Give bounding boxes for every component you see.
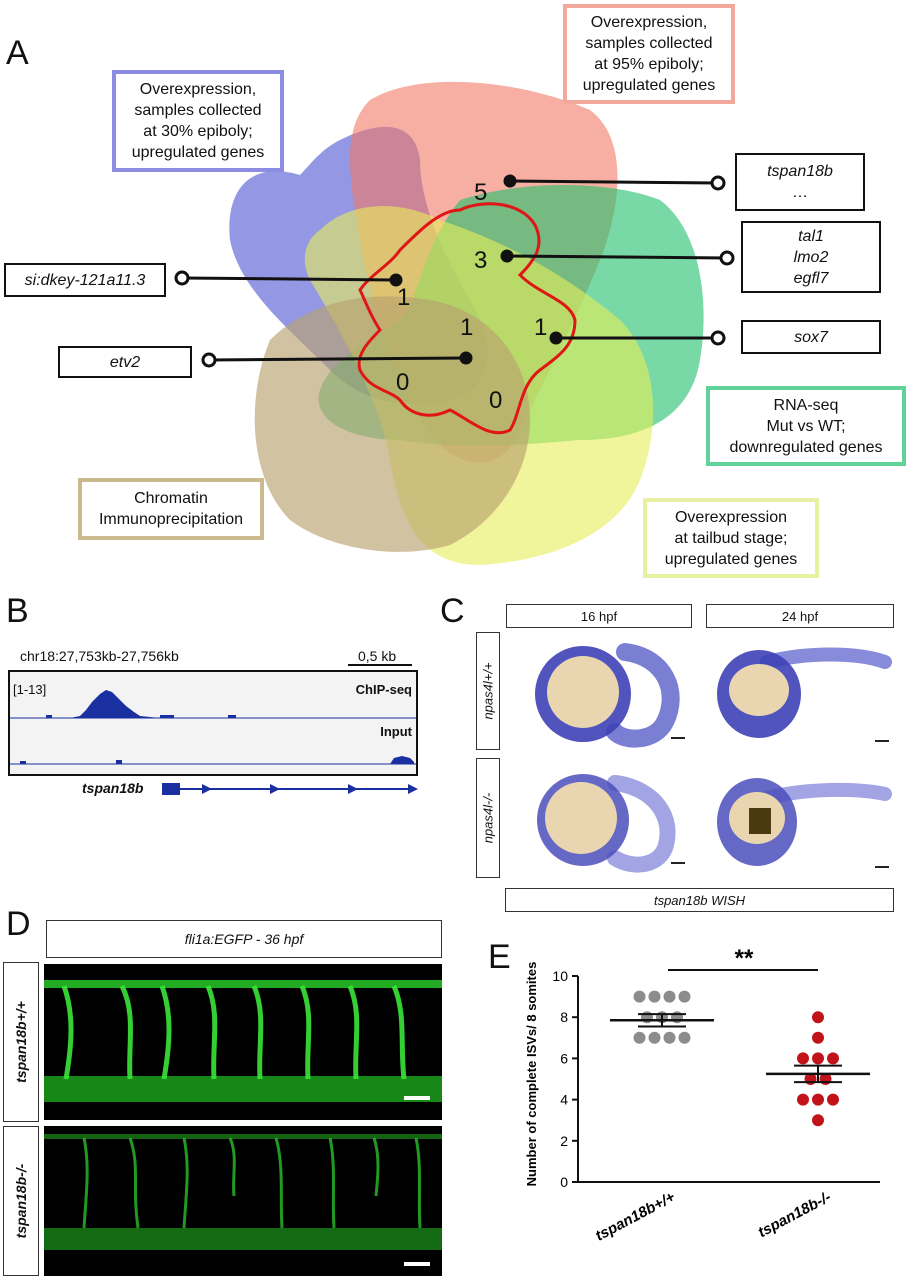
data-point <box>678 1031 691 1044</box>
embryo-mut-16hpf <box>505 758 695 876</box>
gene-box-sox7: sox7 <box>741 320 881 354</box>
venn-highlight-outline <box>357 202 577 435</box>
data-point <box>812 1031 824 1044</box>
imaging-row-wt: tspan18b+/+ <box>3 962 39 1122</box>
data-point <box>648 1031 661 1044</box>
y-tick-label: 10 <box>552 968 568 984</box>
panel-letter-a: A <box>6 34 29 72</box>
venn-count-5: 5 <box>474 179 487 206</box>
chipseq-track-label: ChIP-seq <box>355 682 412 697</box>
data-point <box>663 990 676 1003</box>
wish-row-mut: npas4l-/- <box>476 758 500 878</box>
data-point <box>633 990 646 1003</box>
data-point <box>678 990 691 1003</box>
gene-box-tspan18b: tspan18b… <box>735 153 865 211</box>
chart-points <box>610 990 870 1127</box>
embryo-wt-24hpf <box>707 632 897 750</box>
panel-letter-e: E <box>488 938 511 976</box>
significance-label: ** <box>735 945 754 972</box>
data-point <box>812 1093 824 1106</box>
embryo-wt-16hpf <box>505 632 695 750</box>
venn-count-1-center: 1 <box>460 314 473 341</box>
imaging-header: fli1a:EGFP - 36 hpf <box>46 920 442 958</box>
chart-ylabel: Number of complete ISVs/ 8 somites <box>524 962 539 1187</box>
data-point <box>648 990 661 1003</box>
data-point <box>812 1114 824 1127</box>
data-point <box>812 1011 824 1024</box>
wish-row-wt: npas4l+/+ <box>476 632 500 750</box>
data-point <box>827 1052 839 1065</box>
y-tick-label: 2 <box>560 1133 568 1149</box>
x-category-label: tspan18b+/+ <box>593 1188 678 1244</box>
input-track-label: Input <box>380 724 412 739</box>
data-point <box>797 1093 809 1106</box>
chipseq-scale-label: 0,5 kb <box>358 648 397 664</box>
x-category-label: tspan18b-/- <box>755 1189 834 1242</box>
chipseq-signal <box>10 690 416 765</box>
y-tick-label: 6 <box>560 1050 568 1066</box>
imaging-row-mut: tspan18b-/- <box>3 1126 39 1276</box>
chipseq-gene-label: tspan18b <box>82 780 144 796</box>
gene-box-sidkey: si:dkey-121a11.3 <box>4 263 166 297</box>
chart-y-axis: 0 2 4 6 8 10 <box>552 968 880 1190</box>
chipseq-range: [1-13] <box>13 682 47 697</box>
isv-scatter-chart: Number of complete ISVs/ 8 somites 0 2 4 6 8… <box>524 945 880 1245</box>
venn-set-chip <box>254 296 531 552</box>
chart-x-labels: tspan18b+/+ tspan18b-/- <box>593 1188 834 1244</box>
panel-letter-c: C <box>440 592 465 630</box>
data-point <box>663 1031 676 1044</box>
micrograph-mut <box>44 1126 442 1276</box>
chipseq-scale-bar <box>348 664 412 666</box>
venn-count-3: 3 <box>474 247 487 274</box>
chipseq-locus: chr18:27,753kb-27,756kb <box>20 648 179 664</box>
micrograph-wt <box>44 964 442 1120</box>
venn-count-0-left: 0 <box>396 369 409 396</box>
venn-count-1-left: 1 <box>397 284 410 311</box>
chart-significance: ** <box>668 945 818 972</box>
data-point <box>827 1093 839 1106</box>
chipseq-track-box: [1-13] ChIP-seq Input <box>8 670 418 776</box>
data-point <box>797 1052 809 1065</box>
y-tick-label: 8 <box>560 1009 568 1025</box>
wish-col-24hpf: 24 hpf <box>706 604 894 628</box>
gene-model <box>162 783 418 795</box>
data-point <box>812 1052 824 1065</box>
panel-letter-d: D <box>6 905 31 943</box>
y-tick-label: 0 <box>560 1174 568 1190</box>
y-tick-label: 4 <box>560 1092 568 1108</box>
data-point <box>633 1031 646 1044</box>
gene-box-etv2: etv2 <box>58 346 192 378</box>
wish-col-16hpf: 16 hpf <box>506 604 692 628</box>
embryo-mut-24hpf <box>707 758 897 876</box>
panel-letter-b: B <box>6 592 29 630</box>
venn-diagram: 5 3 1 1 1 0 0 <box>174 81 735 566</box>
venn-count-1-right: 1 <box>534 314 547 341</box>
wish-footer: tspan18b WISH <box>505 888 894 912</box>
venn-count-0-bottom: 0 <box>489 387 502 414</box>
